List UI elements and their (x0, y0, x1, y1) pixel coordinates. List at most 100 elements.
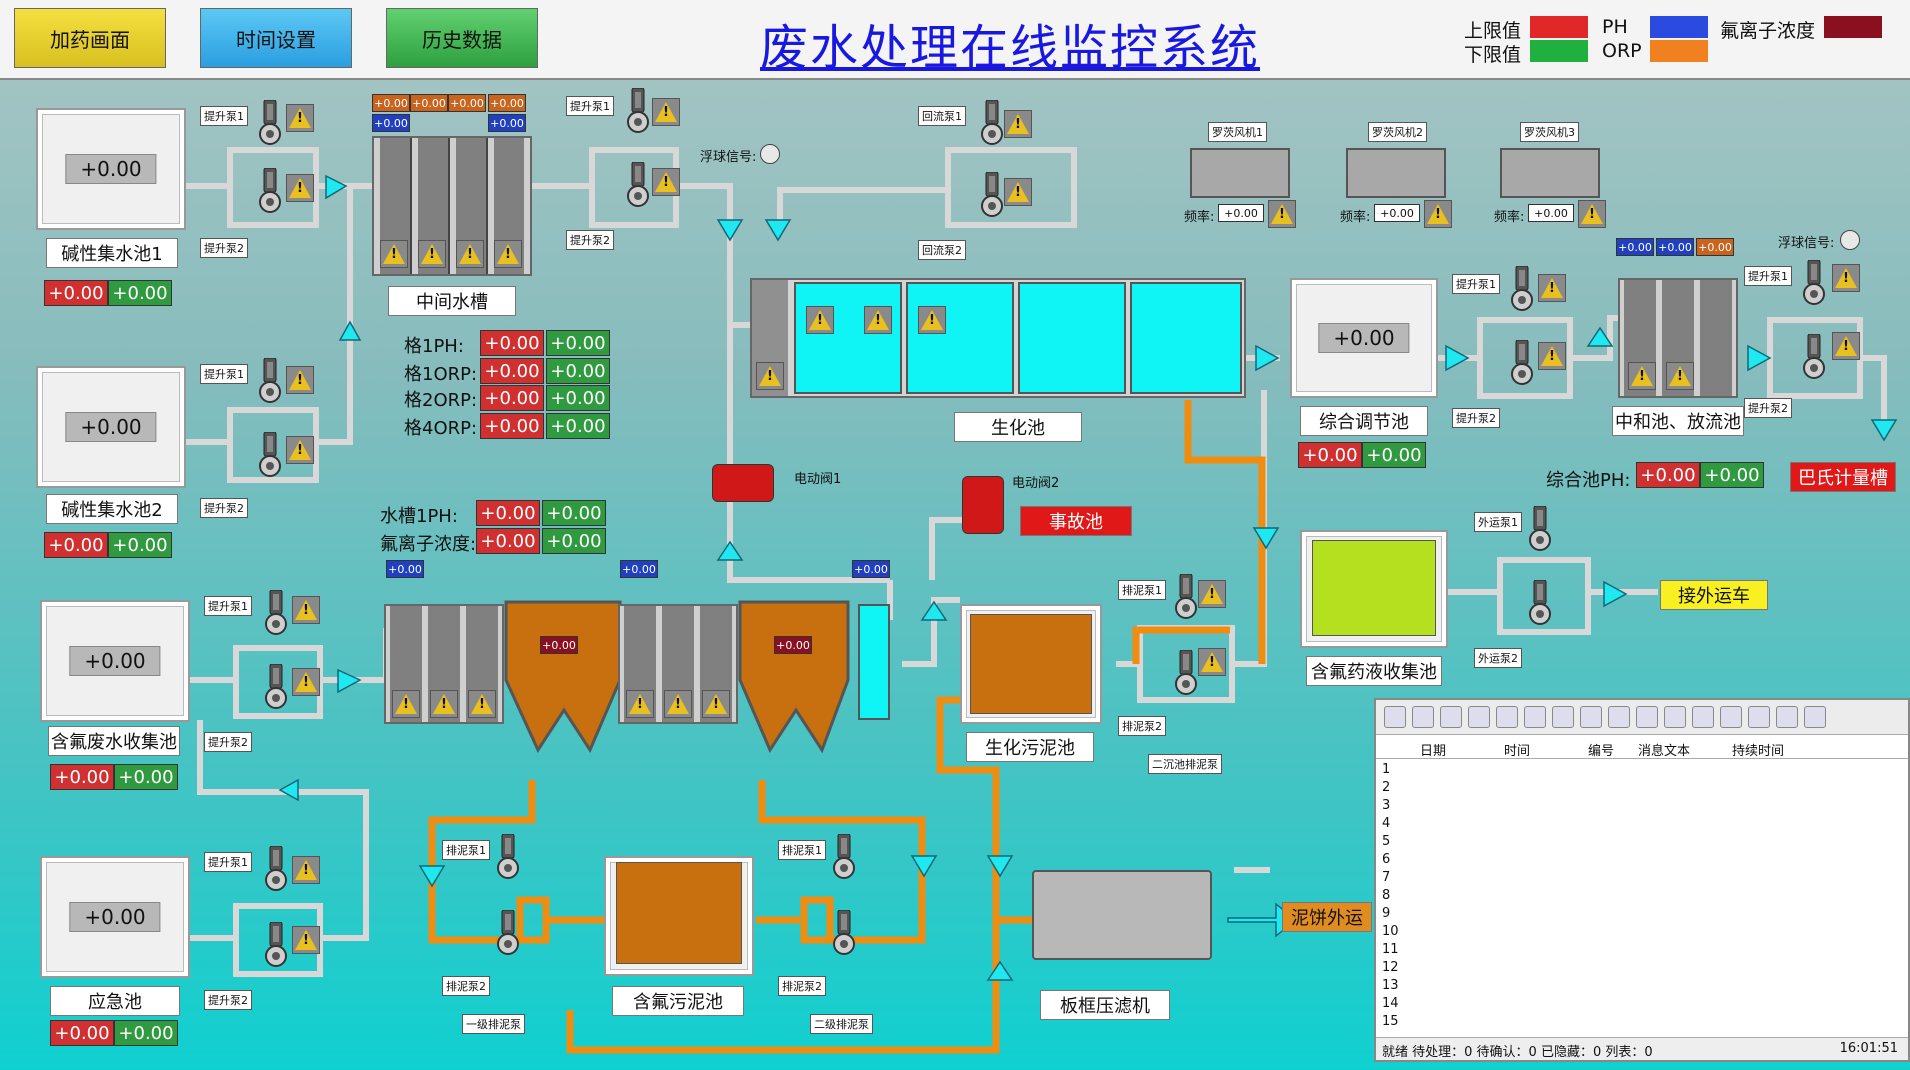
em-lift-pump-2-alarm (292, 926, 320, 954)
reflux-pump-1[interactable] (978, 99, 1006, 146)
row-2: 2 (1382, 780, 1391, 795)
out-lift-pump-1[interactable] (1800, 259, 1828, 306)
neutral-ph-1: +0.00 (1616, 238, 1654, 256)
fconc-lower: +0.00 (542, 528, 606, 554)
ack-icon[interactable] (1440, 706, 1462, 728)
row-3: 3 (1382, 798, 1391, 813)
sec-sludge-pump-1[interactable] (1172, 573, 1200, 620)
mid-lift-pump-2[interactable] (624, 161, 652, 208)
scroll-top-icon[interactable] (1804, 706, 1826, 728)
tank-alkaline-2-level: +0.00 (65, 412, 157, 442)
g2orp-lower: +0.00 (546, 385, 610, 411)
row-11: 11 (1382, 942, 1399, 957)
truck-pump-1[interactable] (1526, 505, 1554, 552)
g2orp-label: 格2ORP: (404, 390, 478, 411)
out-lift-pump-2[interactable] (1800, 333, 1828, 380)
config-icon[interactable] (1412, 706, 1434, 728)
bio-cell-1 (794, 282, 902, 394)
export-icon[interactable] (1720, 706, 1742, 728)
mid-orp-2: +0.00 (410, 94, 448, 112)
g1ph-upper: +0.00 (480, 330, 544, 356)
l1-sludge-pump-2[interactable] (494, 909, 522, 956)
time-settings-button[interactable]: 时间设置 (200, 8, 352, 68)
row-4: 4 (1382, 816, 1391, 831)
mid-lift-pump-1[interactable] (624, 87, 652, 134)
em-lift-pump-2-label: 提升泵2 (204, 990, 252, 1010)
g4orp-label: 格4ORP: (404, 418, 478, 439)
fan-3[interactable] (1500, 148, 1600, 198)
alk2-lift-pump-1[interactable] (256, 357, 284, 404)
zph-upper: +0.00 (1636, 462, 1700, 488)
fw-lift-pump-2[interactable] (262, 663, 290, 710)
legend-fluoride-label: 氟离子浓度 (1720, 20, 1816, 42)
electric-valve-1[interactable] (712, 464, 774, 502)
sec-sludge-pump-group-label: 二沉池排泥泵 (1148, 754, 1222, 774)
truck-pump-2[interactable] (1526, 579, 1554, 626)
legend-ph-swatch (1650, 16, 1708, 38)
l2-sludge-pump-1[interactable] (830, 833, 858, 880)
tank-fluoride-liquid (1300, 530, 1448, 648)
mid-ph-1: +0.00 (372, 114, 410, 132)
em-lift-pump-1[interactable] (262, 845, 290, 892)
reflux-pump-1-alarm (1004, 110, 1032, 138)
bio-cell-2 (906, 282, 1014, 394)
row-1: 1 (1382, 762, 1391, 777)
check-all-icon[interactable] (1636, 706, 1658, 728)
electric-valve-1-label: 电动阀1 (794, 472, 842, 487)
l1-sludge-pump-1[interactable] (494, 833, 522, 880)
fan-1-alarm (1268, 200, 1296, 228)
alk1-lift-pump-2[interactable] (256, 167, 284, 214)
list-icon[interactable] (1692, 706, 1714, 728)
row-12: 12 (1382, 960, 1399, 975)
l2-sludge-pump-2[interactable] (830, 909, 858, 956)
bio-tank (750, 278, 1246, 398)
electric-valve-2[interactable] (962, 476, 1004, 534)
fw-lift-pump-1-label: 提升泵1 (204, 596, 252, 616)
col-time: 时间 (1504, 744, 1531, 759)
tank-alkaline-2-label: 碱性集水池2 (46, 494, 178, 524)
mid-alarm-3 (456, 240, 484, 268)
chart-icon[interactable] (1552, 706, 1574, 728)
main-r1-alarm-2 (430, 690, 458, 718)
main-ph-1: +0.00 (386, 560, 424, 578)
print-icon[interactable] (1748, 706, 1770, 728)
ack-all-icon[interactable] (1468, 706, 1490, 728)
neutral-orp: +0.00 (1696, 238, 1734, 256)
bio-cell-3 (1018, 282, 1126, 394)
reg-lift-pump-1[interactable] (1508, 265, 1536, 312)
reg-lift-pump-2[interactable] (1508, 339, 1536, 386)
history-data-button[interactable]: 历史数据 (386, 8, 538, 68)
middle-tank-label: 中间水槽 (388, 286, 516, 316)
fan-3-freq-value: +0.00 (1528, 204, 1574, 222)
reflux-pump-2[interactable] (978, 171, 1006, 218)
col-id: 编号 (1588, 744, 1615, 759)
dosing-screen-button[interactable]: 加药画面 (14, 8, 166, 68)
fan-2[interactable] (1346, 148, 1446, 198)
alk2-lift-pump-2-alarm (286, 436, 314, 464)
hand-icon[interactable] (1580, 706, 1602, 728)
float-signal-1-indicator (760, 144, 780, 164)
regulating-upper-value: +0.00 (1298, 442, 1362, 468)
fan-1[interactable] (1190, 148, 1290, 198)
alk2-lift-pump-2[interactable] (256, 431, 284, 478)
sec-sludge-pump-2[interactable] (1172, 649, 1200, 696)
main-r1-alarm-1 (392, 690, 420, 718)
sort-icon[interactable] (1776, 706, 1798, 728)
lock-icon[interactable] (1524, 706, 1546, 728)
tank-emergency-label: 应急池 (50, 986, 180, 1016)
electric-valve-2-label: 电动阀2 (1012, 476, 1060, 491)
help-icon[interactable] (1384, 706, 1406, 728)
fw-lift-pump-1[interactable] (262, 589, 290, 636)
horn-icon[interactable] (1664, 706, 1686, 728)
settler-2-value: +0.00 (774, 636, 812, 654)
em-lift-pump-2[interactable] (262, 921, 290, 968)
bio-alarm-1 (806, 306, 834, 334)
alk1-lift-pump-1[interactable] (256, 99, 284, 146)
out-lift-pump-2-alarm (1832, 332, 1860, 360)
fconc-upper: +0.00 (476, 528, 540, 554)
filter-press[interactable] (1032, 870, 1212, 960)
tank-alkaline-1: +0.00 (36, 108, 186, 230)
archive-icon[interactable] (1496, 706, 1518, 728)
zph-lower: +0.00 (1700, 462, 1764, 488)
check-icon[interactable] (1608, 706, 1630, 728)
